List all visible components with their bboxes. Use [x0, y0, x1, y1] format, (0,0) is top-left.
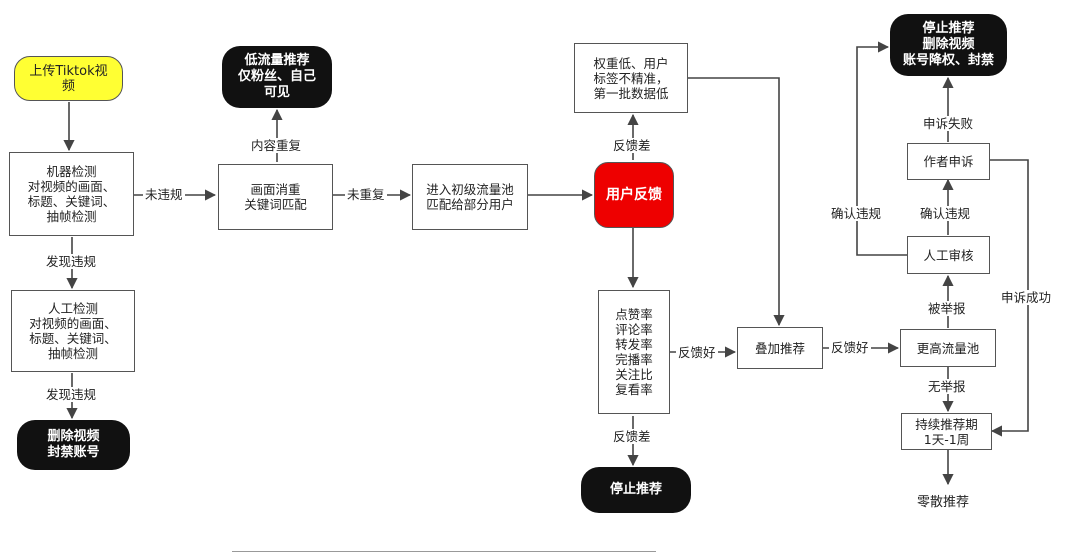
- label-reported: 被举报: [926, 301, 968, 316]
- author-appeal-node: 作者申诉: [907, 143, 990, 180]
- stop-rec-node: 停止推荐: [581, 467, 691, 513]
- label-appeal-success: 申诉成功: [999, 290, 1054, 305]
- label-feedback-good-1: 反馈好: [676, 345, 718, 360]
- label-dup-content: 内容重复: [249, 138, 304, 153]
- delete-ban-node: 删除视频 封禁账号: [17, 420, 130, 470]
- low-traffic-node: 低流量推荐 仅粉丝、自己 可见: [222, 46, 332, 108]
- label-confirm-violation-1: 确认违规: [918, 206, 973, 221]
- label-no-report: 无举报: [926, 379, 968, 394]
- label-no-violation: 未违规: [143, 187, 185, 202]
- machine-check-node: 机器检测 对视频的画面、 标题、关键词、 抽帧检测: [9, 152, 134, 236]
- scatter-rec-text: 零散推荐: [917, 495, 970, 510]
- sustained-node: 持续推荐期 1天-1周: [901, 413, 992, 450]
- label-feedback-bad-1: 反馈差: [611, 138, 653, 153]
- dedupe-node: 画面消重 关键词匹配: [218, 164, 333, 230]
- label-appeal-fail: 申诉失败: [921, 116, 976, 131]
- manual-review-node: 人工审核: [907, 236, 990, 274]
- metrics-node: 点赞率 评论率 转发率 完播率 关注比 复看率: [598, 290, 670, 414]
- low-weight-node: 权重低、用户 标签不精准， 第一批数据低: [574, 43, 688, 113]
- upload-node: 上传Tiktok视 频: [14, 56, 123, 101]
- edge-lowweight-to-stack: [688, 77, 785, 327]
- stack-rec-node: 叠加推荐: [737, 327, 823, 369]
- label-found-violation-2: 发现违规: [44, 387, 99, 402]
- edge-review-to-final: [856, 41, 907, 256]
- higher-pool-node: 更高流量池: [900, 329, 996, 367]
- label-confirm-violation-2: 确认违规: [829, 206, 884, 221]
- final-stop-node: 停止推荐 删除视频 账号降权、封禁: [890, 14, 1007, 76]
- label-found-violation-1: 发现违规: [44, 254, 99, 269]
- label-feedback-good-2: 反馈好: [829, 340, 871, 355]
- manual-check-node: 人工检测 对视频的画面、 标题、关键词、 抽帧检测: [11, 290, 135, 372]
- initial-pool-node: 进入初级流量池 匹配给部分用户: [412, 164, 528, 230]
- label-not-dup: 未重复: [345, 187, 387, 202]
- bottom-divider: [232, 551, 656, 552]
- user-feedback-node: 用户反馈: [594, 162, 674, 228]
- label-feedback-bad-2: 反馈差: [611, 429, 653, 444]
